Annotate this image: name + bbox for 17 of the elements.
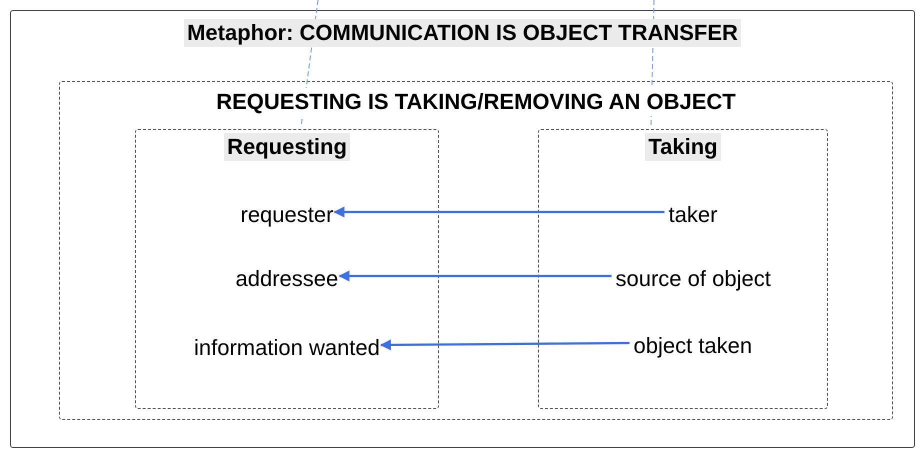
dashed-group-box xyxy=(59,81,893,420)
heading: Requesting xyxy=(224,133,350,161)
concept-label: source of object xyxy=(616,264,771,294)
concept-label: addressee xyxy=(236,264,338,294)
arrow xyxy=(333,206,664,218)
arrow xyxy=(338,270,612,282)
dashed-group-box xyxy=(538,129,828,409)
arrow xyxy=(380,339,630,350)
concept-label: information wanted xyxy=(194,333,380,363)
dashed-connector xyxy=(650,0,654,128)
concept-label: taker xyxy=(668,200,718,230)
concept-label: requester xyxy=(240,200,334,230)
diagram-frame xyxy=(10,10,915,448)
heading: Taking xyxy=(645,133,721,161)
dashed-group-box xyxy=(135,129,439,409)
heading: Metaphor: COMMUNICATION IS OBJECT TRANSFER xyxy=(184,19,741,47)
concept-label: object taken xyxy=(634,331,752,361)
